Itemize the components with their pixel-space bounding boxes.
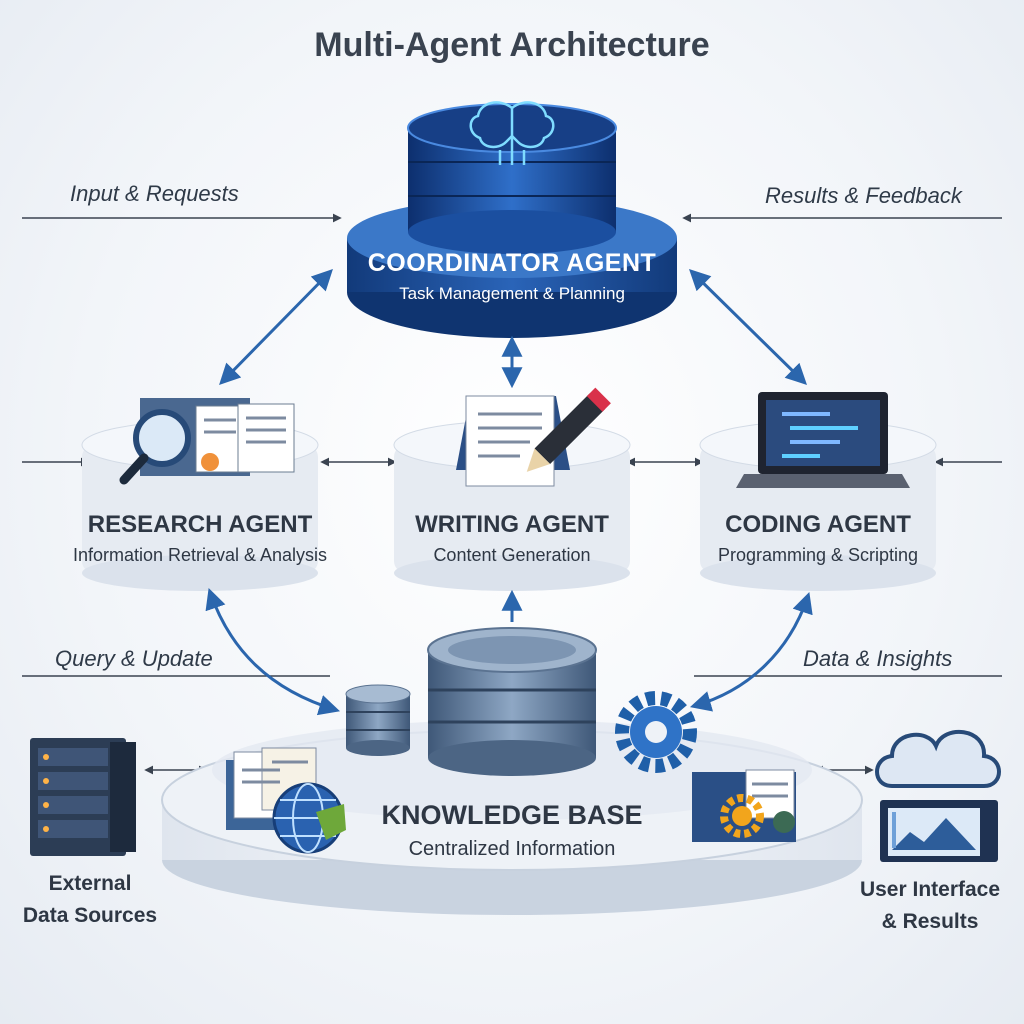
user-interface-line2: & Results <box>881 910 979 933</box>
query-update-label: Query & Update <box>55 646 213 671</box>
coding-agent-description: Programming & Scripting <box>717 545 919 565</box>
laptop-code-icon <box>736 392 910 488</box>
writing-agent-title: WRITING AGENT <box>415 511 609 538</box>
server-rack-icon <box>30 738 136 856</box>
knowledge-base-title: KNOWLEDGE BASE <box>381 800 643 830</box>
knowledge-base-description: Centralized Information <box>408 838 616 860</box>
knowledge-base-cylinder <box>427 627 597 776</box>
brain-icon <box>469 101 555 165</box>
magnifier-documents-icon <box>119 398 295 485</box>
user-interface-line1: User Interface <box>859 878 1001 901</box>
connection-arrows <box>205 269 813 716</box>
gear-icon <box>615 691 697 773</box>
writing-agent-platform <box>393 420 631 591</box>
input-requests-label: Input & Requests <box>70 181 239 206</box>
research-agent-title: RESEARCH AGENT <box>87 511 313 538</box>
research-agent-description: Information Retrieval & Analysis <box>72 545 328 565</box>
cloud-monitor-icon <box>875 729 1001 862</box>
writing-agent-description: Content Generation <box>433 545 591 565</box>
data-insights-label: Data & Insights <box>803 646 953 671</box>
documents-globe-icon <box>226 747 346 854</box>
database-icon <box>345 684 411 756</box>
document-pen-icon <box>456 387 611 487</box>
external-sources-line2: Data Sources <box>22 904 158 927</box>
coordinator-agent-title: COORDINATOR AGENT <box>367 249 657 277</box>
external-sources-line1: External <box>48 872 132 895</box>
tools-gear-icon <box>692 769 796 842</box>
results-feedback-label: Results & Feedback <box>765 183 962 208</box>
page-title: Multi-Agent Architecture <box>314 26 710 64</box>
coding-agent-title: CODING AGENT <box>725 511 911 538</box>
coordinator-agent-description: Task Management & Planning <box>399 284 625 303</box>
